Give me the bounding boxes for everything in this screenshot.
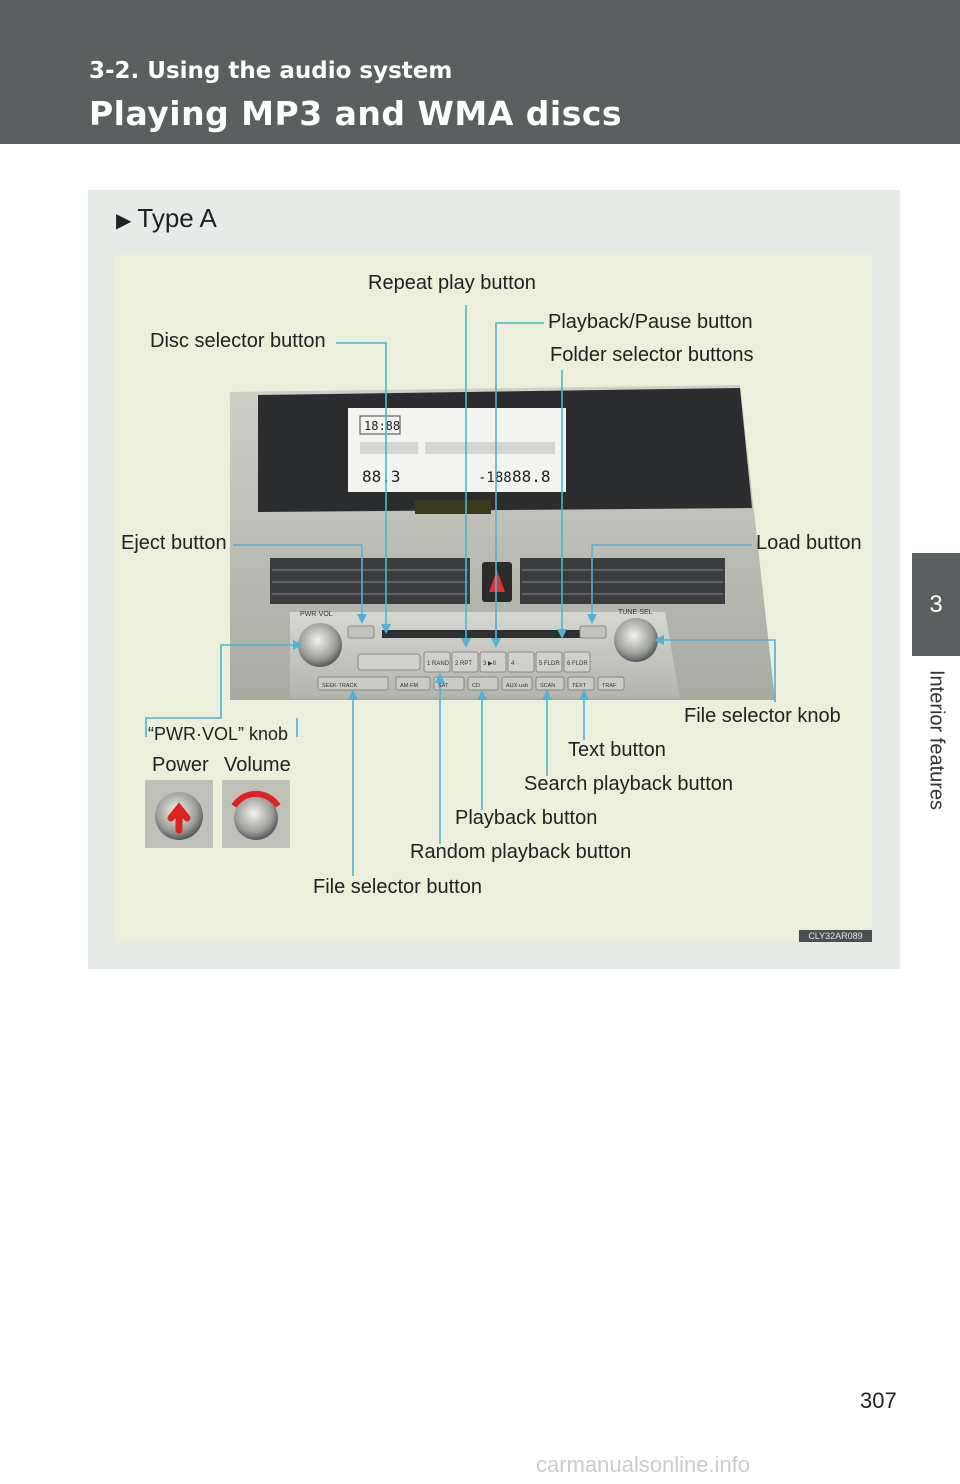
random-playback-button-label: Random playback button xyxy=(410,841,632,863)
bottom-buttons xyxy=(317,676,625,691)
preset-button-4[interactable] xyxy=(507,651,535,673)
lcd-temp-right: 88.8 xyxy=(512,467,551,486)
preset-button-caption: 5 FLDR xyxy=(539,661,560,667)
playback-button-label: Playback button xyxy=(455,807,598,829)
passenger-airbag-indicator xyxy=(415,500,491,514)
hazard-triangle-icon xyxy=(489,570,505,592)
text-key[interactable] xyxy=(567,676,595,691)
tune-sel-knob[interactable] xyxy=(614,618,658,662)
volume-rotate-arrow-icon xyxy=(231,790,281,808)
preset-button-6[interactable] xyxy=(563,651,591,673)
bottom-button-caption: TEXT xyxy=(572,683,587,689)
right-air-vent xyxy=(520,558,725,604)
eject-button-label: Eject button xyxy=(121,532,227,554)
preset-buttons xyxy=(423,651,591,673)
scan-key[interactable] xyxy=(535,676,565,691)
vent-slats xyxy=(272,569,723,595)
file-selector-button-label: File selector button xyxy=(313,876,482,898)
load-key[interactable] xyxy=(579,625,607,639)
lcd-segment-row xyxy=(425,442,555,454)
left-air-vent xyxy=(270,558,470,604)
playback-pause-button-label: Playback/Pause button xyxy=(548,311,753,333)
preset-button-3[interactable] xyxy=(479,651,507,673)
cd-key[interactable] xyxy=(467,676,499,691)
am-fm-key[interactable] xyxy=(395,676,431,691)
volume-label: Volume xyxy=(224,754,291,776)
lcd-temp-left: 88.3 xyxy=(362,467,401,486)
repeat-play-button-label: Repeat play button xyxy=(368,272,536,294)
preset-button-2[interactable] xyxy=(451,651,479,673)
type-heading: ▶Type A xyxy=(116,203,217,234)
type-heading-label: Type A xyxy=(137,203,217,233)
file-selector-knob-label: File selector knob xyxy=(684,705,841,727)
page-header: 3-2. Using the audio system Playing MP3 … xyxy=(0,0,960,144)
bottom-button-caption: SAT xyxy=(438,683,449,689)
aux-usb-key[interactable] xyxy=(501,676,533,691)
power-label: Power xyxy=(152,754,209,776)
lcd-clock-box xyxy=(359,415,401,435)
pwr-vol-knob-label: PWR·VOL xyxy=(300,611,333,618)
triangle-right-icon: ▶ xyxy=(116,210,132,232)
traf-key[interactable] xyxy=(597,676,625,691)
watermark: carmanualsonline.info xyxy=(536,1452,751,1477)
bottom-button-caption: AM·FM xyxy=(400,683,418,689)
audio-unit-illustration: 18:88 88.3 -188 88.8 PWR·VOL TUNE·SEL xyxy=(145,305,776,876)
page-title: Playing MP3 and WMA discs xyxy=(89,94,623,133)
lcd-segment-row-left xyxy=(360,442,418,454)
disc-selector-button-label: Disc selector button xyxy=(150,330,326,352)
preset-button-caption: 4 xyxy=(511,661,515,667)
eject-key[interactable] xyxy=(347,625,375,639)
power-push-arrow-icon xyxy=(167,802,191,834)
tune-sel-knob-label: TUNE·SEL xyxy=(618,609,653,616)
disc-slot xyxy=(382,630,592,638)
preset-button-caption: 2 RPT xyxy=(455,661,472,667)
search-playback-button-label: Search playback button xyxy=(524,773,734,795)
pwr-vol-knob[interactable] xyxy=(298,623,342,667)
bottom-button-caption: AUX·usb xyxy=(506,683,528,689)
lcd-clock: 18:88 xyxy=(364,419,400,433)
preset-button-caption: 1 RAND xyxy=(427,661,450,667)
preset-button-1[interactable] xyxy=(423,651,451,673)
disc-selector-key[interactable] xyxy=(357,653,421,671)
preset-button-5[interactable] xyxy=(535,651,563,673)
folder-selector-buttons-label: Folder selector buttons xyxy=(550,344,754,366)
page-number: 307 xyxy=(860,1388,897,1413)
figure-id: CLY32AR089 xyxy=(799,930,872,942)
text-button-label: Text button xyxy=(568,739,666,761)
bottom-button-caption: TRAF xyxy=(602,683,617,689)
volume-inset-knob xyxy=(234,796,278,840)
leader-arrowheads xyxy=(293,614,664,700)
bottom-button-caption: SCAN xyxy=(540,683,555,689)
bottom-button-caption: SEEK·TRACK xyxy=(322,683,357,689)
preset-button-caption: 6 FLDR xyxy=(567,661,588,667)
leader-lines xyxy=(145,305,776,876)
chapter-tab[interactable]: 3 xyxy=(912,553,960,656)
preset-button-caption: 3 ▶II xyxy=(483,661,496,667)
bottom-button-caption: CD xyxy=(472,683,480,689)
lcd-outside-temp: -188 xyxy=(478,470,512,486)
section-label: 3-2. Using the audio system xyxy=(89,58,453,84)
load-button-label: Load button xyxy=(756,532,862,554)
pwr-vol-knob-callout: “PWR·VOL” knob xyxy=(148,724,289,744)
